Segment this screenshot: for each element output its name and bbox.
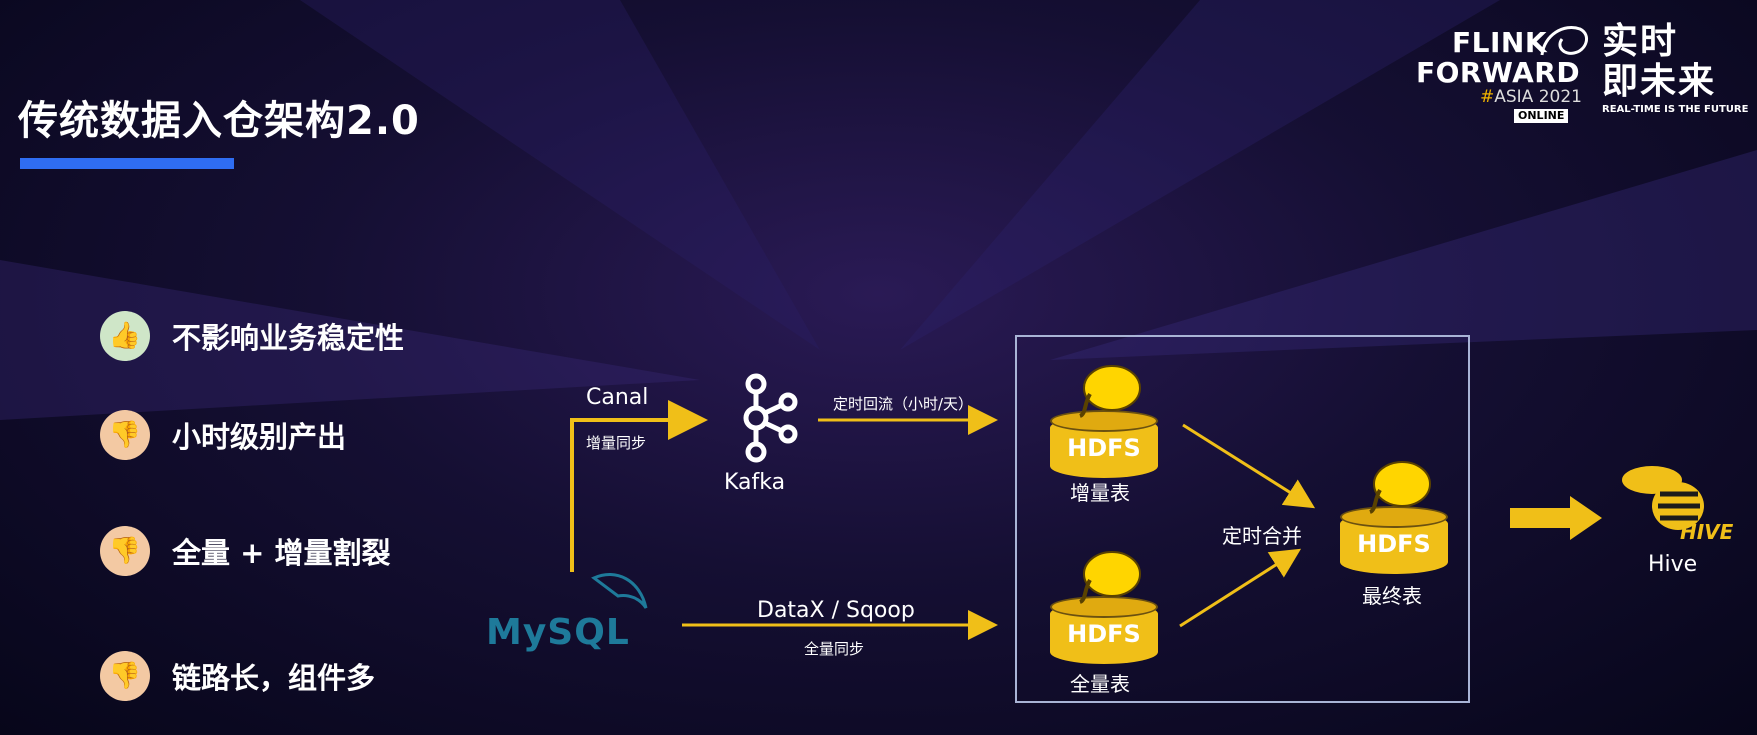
thumbs-down-icon: 👎	[100, 651, 150, 701]
hadoop-elephant-icon	[1079, 365, 1141, 418]
thumbs-down-icon: 👎	[100, 526, 150, 576]
hdfs-full-node: HDFS	[1050, 551, 1158, 664]
kafka-label: Kafka	[724, 470, 786, 495]
mysql-text: MySQL	[486, 612, 630, 653]
incremental-sync-label: 增量同步	[586, 434, 647, 452]
hash-symbol: #	[1480, 87, 1495, 107]
cylinder-top	[1050, 410, 1158, 432]
forward-text: FORWARD	[1416, 56, 1581, 89]
warehouse-frame	[1015, 335, 1470, 703]
full-table-label: 全量表	[1070, 672, 1130, 696]
thumbs-up-icon: 👍	[100, 311, 150, 361]
thumbs-down-icon: 👎	[100, 410, 150, 460]
canal-label: Canal	[586, 385, 649, 410]
hadoop-elephant-icon	[1079, 551, 1141, 604]
final-table-label: 最终表	[1362, 584, 1422, 608]
hdfs-final-node: HDFS	[1340, 461, 1448, 574]
realtime-cn-line2: 即未来	[1602, 61, 1717, 102]
datax-sqoop-label: DataX / Sqoop	[757, 598, 915, 623]
scheduled-backflow-label: 定时回流（小时/天）	[833, 395, 974, 413]
dolphin-icon	[591, 573, 648, 609]
bullet-text: 小时级别产出	[172, 420, 347, 454]
full-merge-arrow	[1179, 548, 1302, 628]
hdfs-incremental-node: HDFS	[1050, 365, 1158, 478]
bullet-text: 链路长，组件多	[172, 661, 376, 695]
title-underline	[20, 158, 234, 169]
bullet-item: 👍 不影响业务稳定性	[100, 311, 404, 361]
bullet-item: 👎 全量 + 增量割裂	[100, 526, 391, 576]
asia-year: ASIA 2021	[1494, 87, 1582, 107]
full-sync-label: 全量同步	[804, 640, 865, 658]
scheduled-merge-label: 定时合并	[1222, 524, 1302, 548]
cylinder-top	[1340, 506, 1448, 528]
hdfs-label: HDFS	[1067, 620, 1141, 648]
hdfs-label: HDFS	[1067, 434, 1141, 462]
realtime-logo: 实时 即未来 REAL-TIME IS THE FUTURE	[1602, 21, 1752, 116]
hive-label: Hive	[1648, 552, 1698, 577]
flink-forward-logo: FLINK FORWARD #ASIA 2021 ONLINE	[1410, 25, 1589, 123]
bullet-item: 👎 小时级别产出	[100, 410, 346, 460]
incremental-merge-arrow	[1182, 423, 1316, 509]
hive-logo-text: HIVE	[1680, 520, 1734, 544]
kafka-icon	[743, 373, 798, 463]
realtime-cn-line1: 实时	[1602, 21, 1679, 62]
canal-arrow	[570, 400, 708, 572]
flink-text: FLINK	[1452, 26, 1548, 59]
page-title: 传统数据入仓架构2.0	[18, 98, 420, 144]
to-hive-arrow	[1510, 496, 1602, 540]
cylinder-top	[1050, 596, 1158, 618]
incremental-table-label: 增量表	[1070, 481, 1130, 505]
mysql-logo: MySQL	[486, 612, 630, 653]
asia-2021-text: #ASIA 2021	[1480, 87, 1582, 107]
bullet-item: 👎 链路长，组件多	[100, 651, 375, 701]
squirrel-icon	[1540, 26, 1589, 56]
bullet-text: 全量 + 增量割裂	[172, 536, 391, 570]
online-badge: ONLINE	[1514, 109, 1569, 123]
hive-bee-icon	[1622, 466, 1704, 530]
bullet-text: 不影响业务稳定性	[172, 321, 405, 355]
hdfs-label: HDFS	[1357, 530, 1431, 558]
hadoop-elephant-icon	[1369, 461, 1431, 514]
realtime-tagline: REAL-TIME IS THE FUTURE	[1602, 104, 1749, 115]
